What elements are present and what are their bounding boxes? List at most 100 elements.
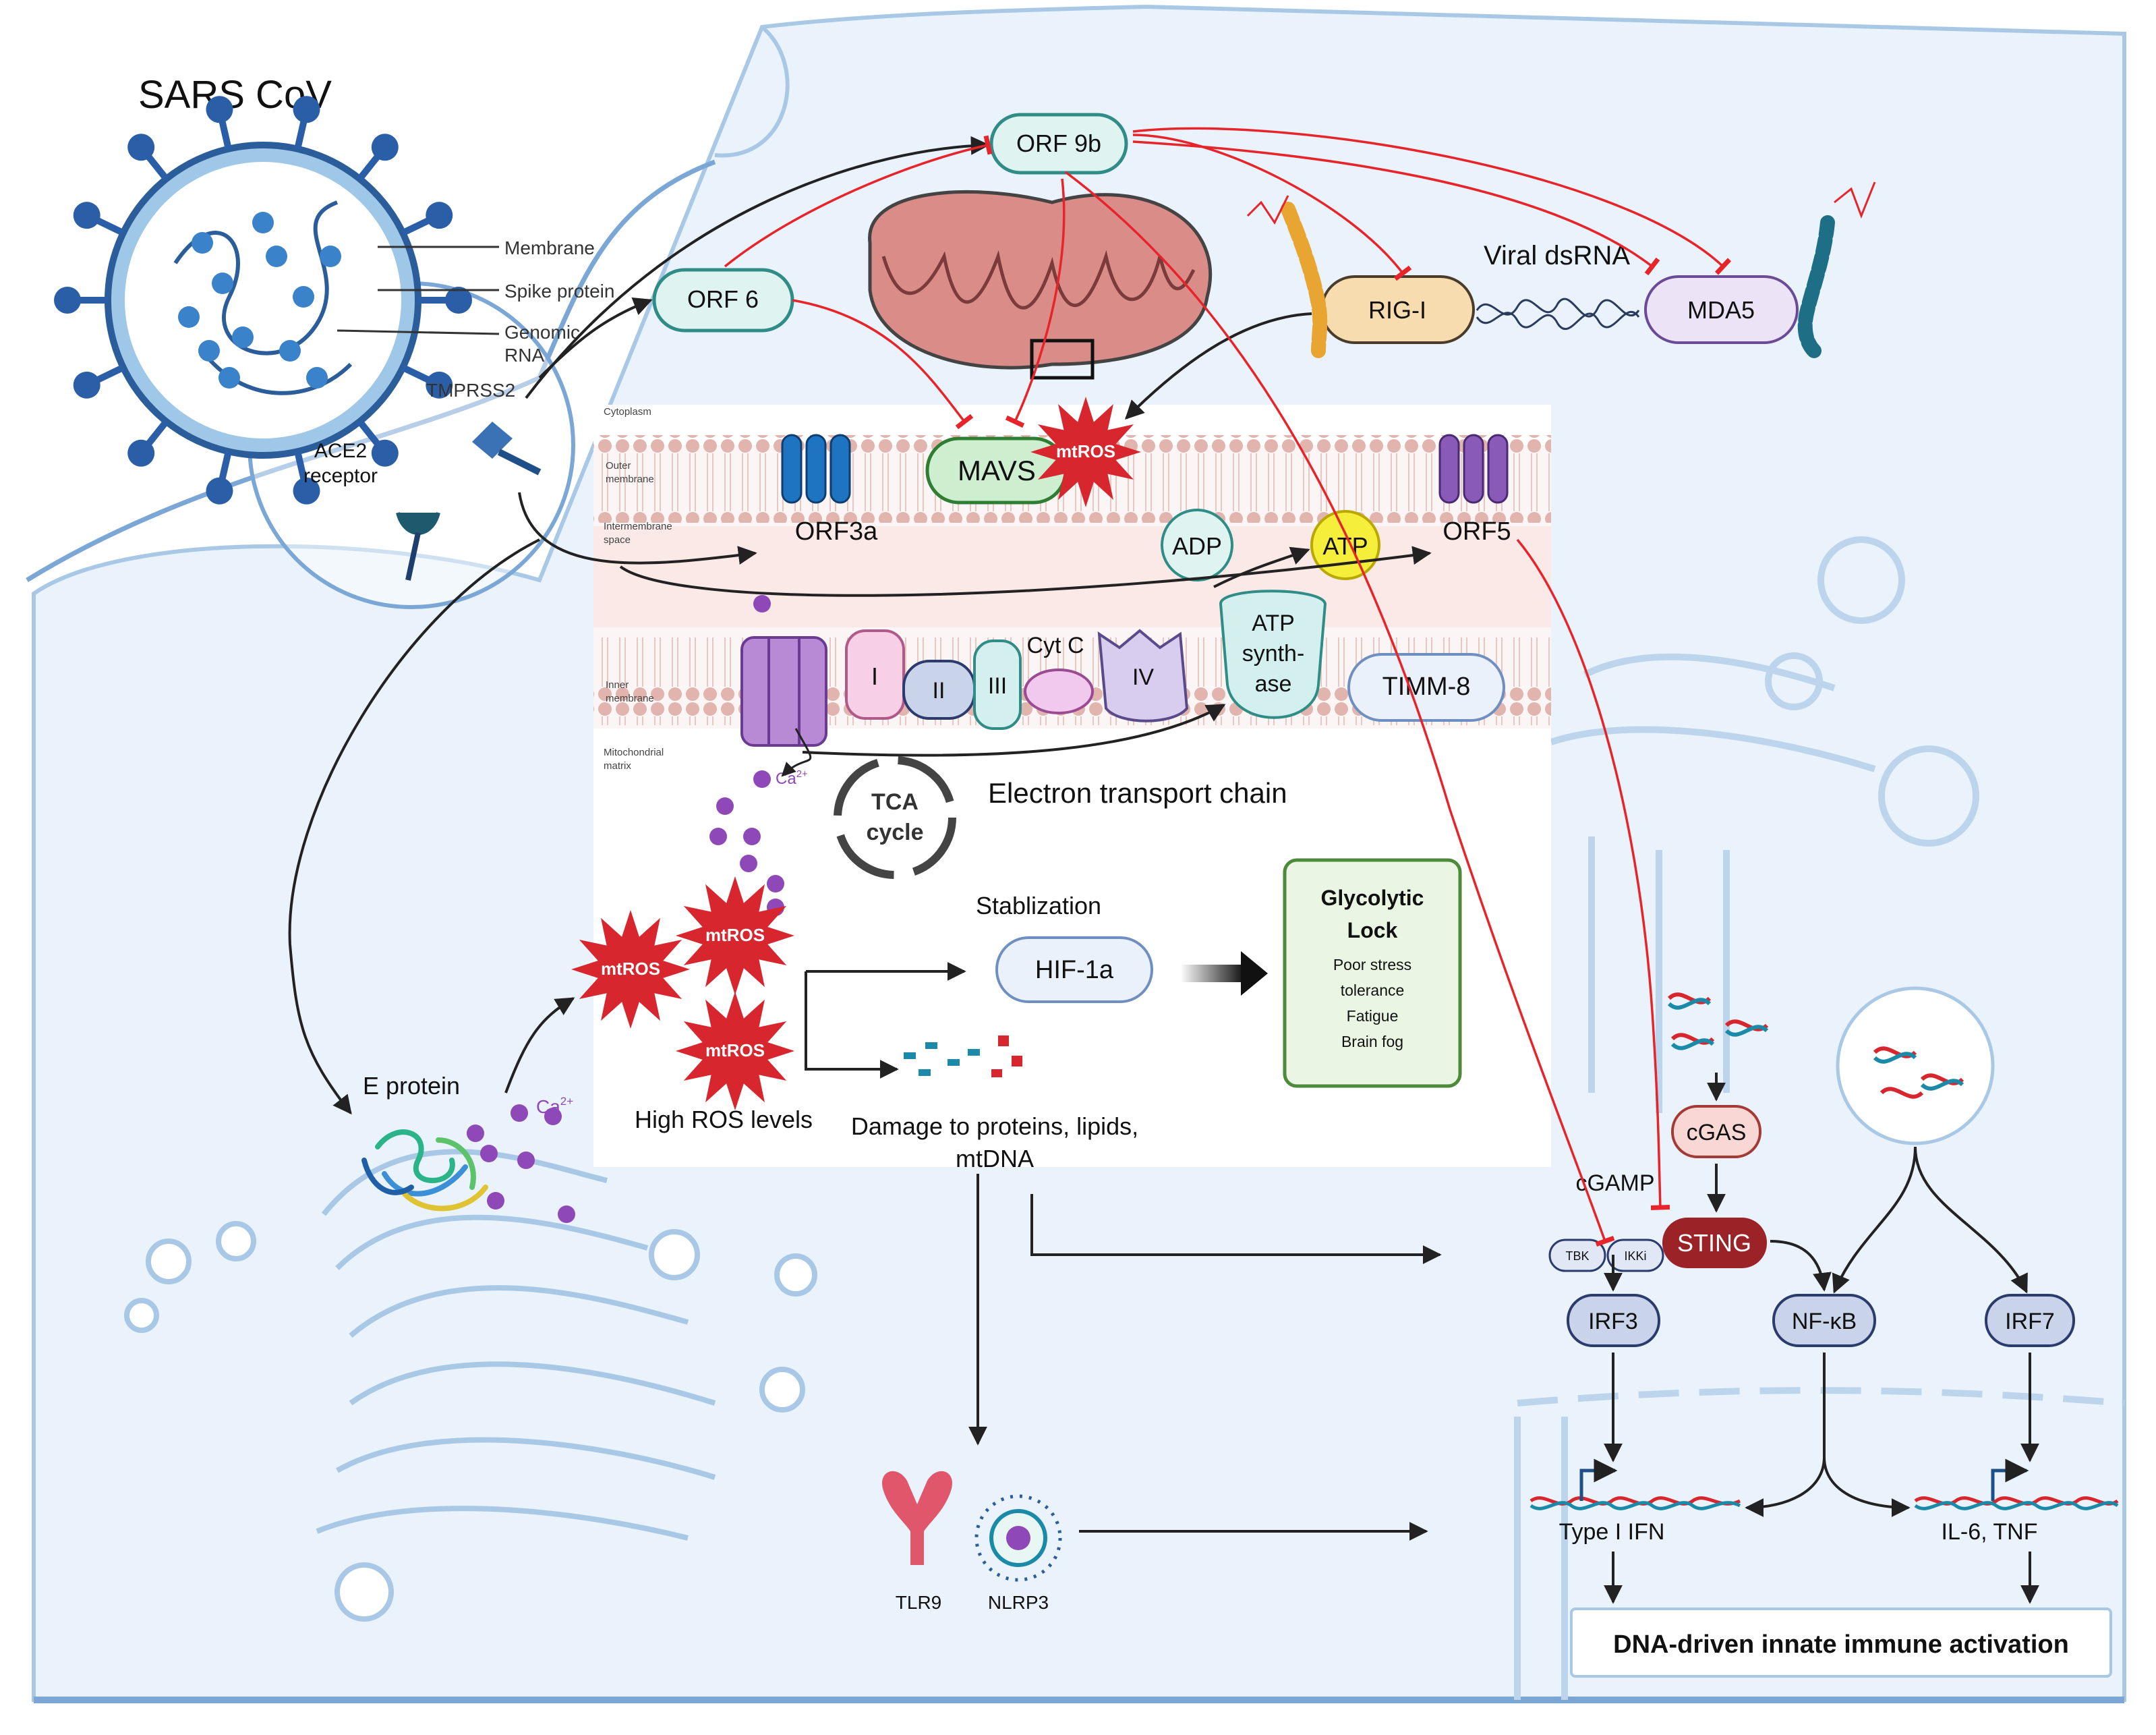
nucleocapsid-bead [306,367,328,389]
region-space: space [604,534,631,546]
tca-cycle: TCA cycle [834,756,956,879]
irf7: IRF7 [1985,1294,2075,1347]
svg-text:Type I IFN: Type I IFN [1559,1519,1665,1545]
mito-region-labels: Cytoplasm Outer membrane Intermembrane s… [604,406,672,772]
atp-synthase: ATP synth- ase [1219,590,1327,719]
cgamp-label: cGAMP [1575,1170,1654,1196]
tbk-ikki-complex: TBK IKKi [1548,1239,1664,1272]
spike-head-icon [293,477,320,505]
svg-text:tolerance: tolerance [1341,982,1405,999]
svg-text:I: I [871,662,878,690]
type-i-ifn-gene: Type I IFN [1529,1458,1741,1545]
spike-head-icon [426,371,453,399]
label-ace2: ACE2 [314,440,367,462]
svg-text:ATP: ATP [1252,610,1295,636]
mtros-burst-2: mtROS [676,876,794,995]
svg-text:mtROS: mtROS [705,1040,765,1060]
complex-i: I [845,629,905,720]
glycolytic-lock-box: Glycolytic Lock Poor stress tolerance Fa… [1283,858,1462,1088]
nucleocapsid-bead [320,246,341,267]
label-rna: RNA [504,345,544,366]
damage-fragments-icon [904,1035,1022,1077]
cytc-label: Cyt C [1027,633,1084,658]
high-ros-label: High ROS levels [635,1106,813,1133]
svg-text:NF-κB: NF-κB [1792,1309,1857,1334]
label-genomic: Genomic [504,322,580,343]
timm8: TIMM-8 [1347,653,1505,722]
orf9b-label: ORF 9b [1016,130,1101,157]
svg-text:IRF3: IRF3 [1588,1309,1638,1334]
spike-head-icon [73,371,100,399]
spike-head-icon [371,439,399,467]
nucleocapsid-bead [279,340,301,362]
svg-text:IL-6, TNF: IL-6, TNF [1942,1519,2038,1545]
mtros-burst-mavs: mtROS [1030,397,1141,507]
svg-text:cGAS: cGAS [1687,1120,1747,1145]
damage-label-2: mtDNA [956,1145,1034,1172]
region-inner: Inner [606,679,629,691]
orf5-channel [1438,434,1509,504]
calcium-ion [709,828,727,845]
tmprss2-icon [472,422,513,459]
mavs-label: MAVS [958,455,1036,486]
calcium-ion [511,1104,528,1122]
rig-i-sensor: RIG-I [1246,195,1475,358]
nf-kb: NF-κB [1772,1294,1876,1347]
nucleocapsid-bead [218,367,240,389]
endoplasmic-reticulum [1514,536,2125,1700]
orf3a-channel-inner [740,636,827,747]
complex-iv: IV [1097,629,1189,722]
label-tmprss2: TMPRSS2 [426,380,515,401]
calcium-ion [467,1125,484,1142]
golgi-apparatus [124,1149,817,1622]
activation-arrows [288,136,2039,1604]
calcium-ion [558,1205,575,1223]
calcium-ion [740,855,757,872]
orf6-label: ORF 6 [687,285,759,313]
adp-molecule: ADP [1161,509,1233,581]
label-spike-protein: Spike protein [504,281,614,302]
svg-text:STING: STING [1677,1229,1751,1257]
calcium-ion [767,875,784,892]
spike-head-icon [445,287,472,314]
mda5-label: MDA5 [1687,296,1755,324]
calcium-ion [753,595,771,613]
svg-text:cycle: cycle [866,820,923,845]
svg-text:IV: IV [1132,664,1154,690]
spike-head-icon [206,96,233,123]
ca-label-er: Ca2+ [536,1095,573,1117]
calcium-ion [716,797,734,815]
svg-text:mtROS: mtROS [601,959,660,979]
svg-text:III: III [988,673,1007,699]
spike-head-icon [54,287,81,314]
svg-text:IRF7: IRF7 [2005,1309,2055,1334]
svg-text:synth-: synth- [1242,641,1305,666]
orf-9b: ORF 9b [989,113,1128,175]
svg-text:Poor stress: Poor stress [1333,956,1411,973]
svg-text:Brain fog: Brain fog [1341,1033,1403,1050]
svg-text:TCA: TCA [871,789,919,815]
svg-text:Glycolytic: Glycolytic [1321,886,1424,910]
spike-head-icon [127,134,155,161]
stabilization-label: Stablization [976,892,1101,919]
nucleocapsid-bead [252,212,274,233]
svg-text:ase: ase [1255,671,1292,697]
virus-interior [125,162,401,438]
svg-text:II: II [933,678,945,704]
complex-iii: III [973,639,1022,730]
nucleocapsid-bead [198,340,220,362]
svg-text:mtROS: mtROS [705,925,765,945]
nucleocapsid-bead [212,273,233,294]
calcium-ion [544,1108,562,1125]
rigi-label: RIG-I [1368,296,1426,324]
mtros-label-mavs: mtROS [1056,441,1115,461]
mtros-burst-1: mtROS [571,910,690,1029]
e-protein-structure [361,1129,488,1212]
orf5-label: ORF5 [1443,517,1511,546]
nucleus-dna-vesicle [1836,986,1995,1145]
atp-label: ATP [1322,532,1368,560]
damage-label-1: Damage to proteins, lipids, [851,1112,1138,1140]
mavs-protein: MAVS [925,436,1068,505]
region-outer: Outer [606,460,631,472]
